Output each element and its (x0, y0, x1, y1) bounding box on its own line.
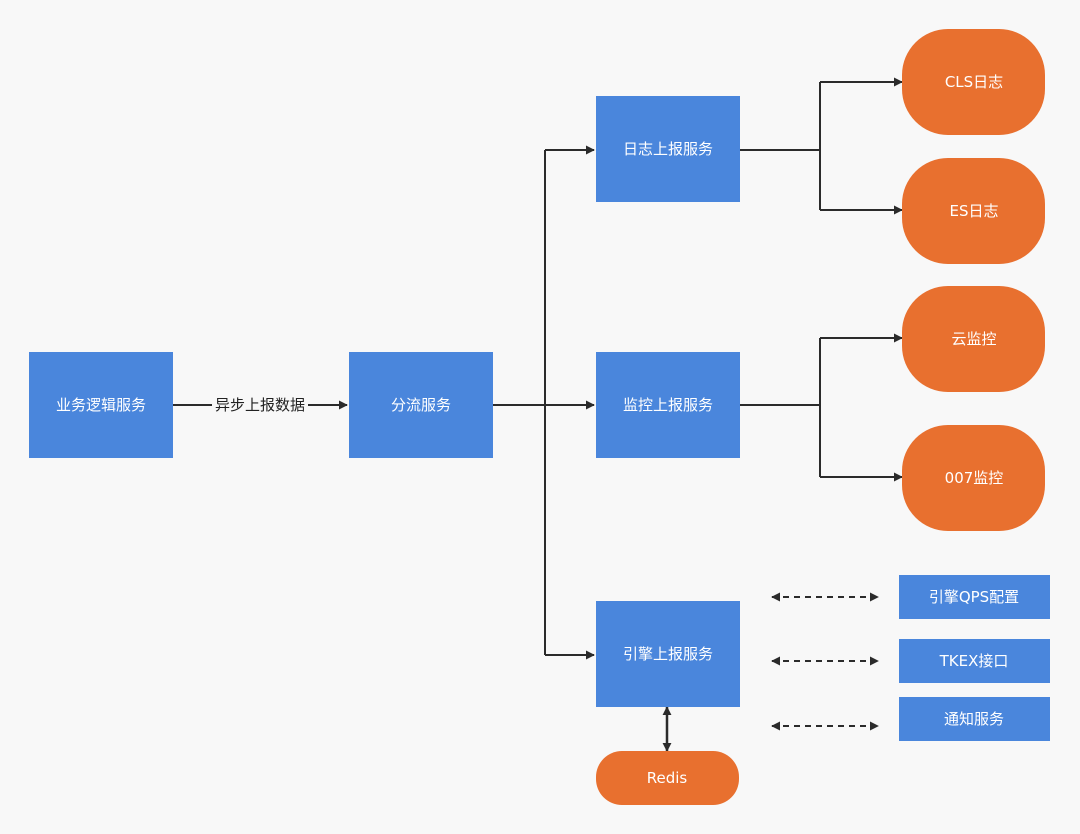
business-box (29, 352, 173, 458)
notify-box (899, 697, 1050, 741)
dispatch-label: 分流服务 (391, 396, 451, 414)
redis-shape (596, 751, 739, 805)
monitor-report-label: 监控上报服务 (623, 396, 713, 414)
monitor-007-label: 007监控 (945, 469, 1004, 487)
cloud-monitor-shape (902, 286, 1045, 392)
redis-label: Redis (647, 769, 688, 787)
tkex-node: TKEX接口 (899, 639, 1050, 683)
tkex-box (899, 639, 1050, 683)
es-log-shape (902, 158, 1045, 264)
log-report-node: 日志上报服务 (596, 96, 740, 202)
edges (173, 77, 903, 752)
cls-log-node: CLS日志 (902, 29, 1045, 135)
monitor-report-node: 监控上报服务 (596, 352, 740, 458)
es-log-node: ES日志 (902, 158, 1045, 264)
cls-log-label: CLS日志 (945, 73, 1003, 91)
engine-report-label: 引擎上报服务 (623, 645, 713, 663)
cloud-monitor-node: 云监控 (902, 286, 1045, 392)
business-node: 业务逻辑服务 (29, 352, 173, 458)
notify-label: 通知服务 (944, 710, 1004, 728)
log-report-box (596, 96, 740, 202)
cls-log-shape (902, 29, 1045, 135)
cloud-monitor-label: 云监控 (951, 330, 996, 348)
redis-node: Redis (596, 751, 739, 805)
edge-label-async-report: 异步上报数据 (215, 396, 305, 414)
monitor-report-box (596, 352, 740, 458)
notify-node: 通知服务 (899, 697, 1050, 741)
engine-qps-node: 引擎QPS配置 (899, 575, 1050, 619)
engine-qps-box (899, 575, 1050, 619)
business-label: 业务逻辑服务 (56, 396, 146, 414)
monitor-007-shape (902, 425, 1045, 531)
tkex-label: TKEX接口 (939, 652, 1009, 670)
engine-report-node: 引擎上报服务 (596, 601, 740, 707)
es-log-label: ES日志 (950, 202, 999, 220)
engine-qps-label: 引擎QPS配置 (929, 588, 1019, 606)
engine-report-box (596, 601, 740, 707)
log-report-label: 日志上报服务 (623, 140, 713, 158)
monitor-007-node: 007监控 (902, 425, 1045, 531)
dispatch-box (349, 352, 493, 458)
dispatch-node: 分流服务 (349, 352, 493, 458)
